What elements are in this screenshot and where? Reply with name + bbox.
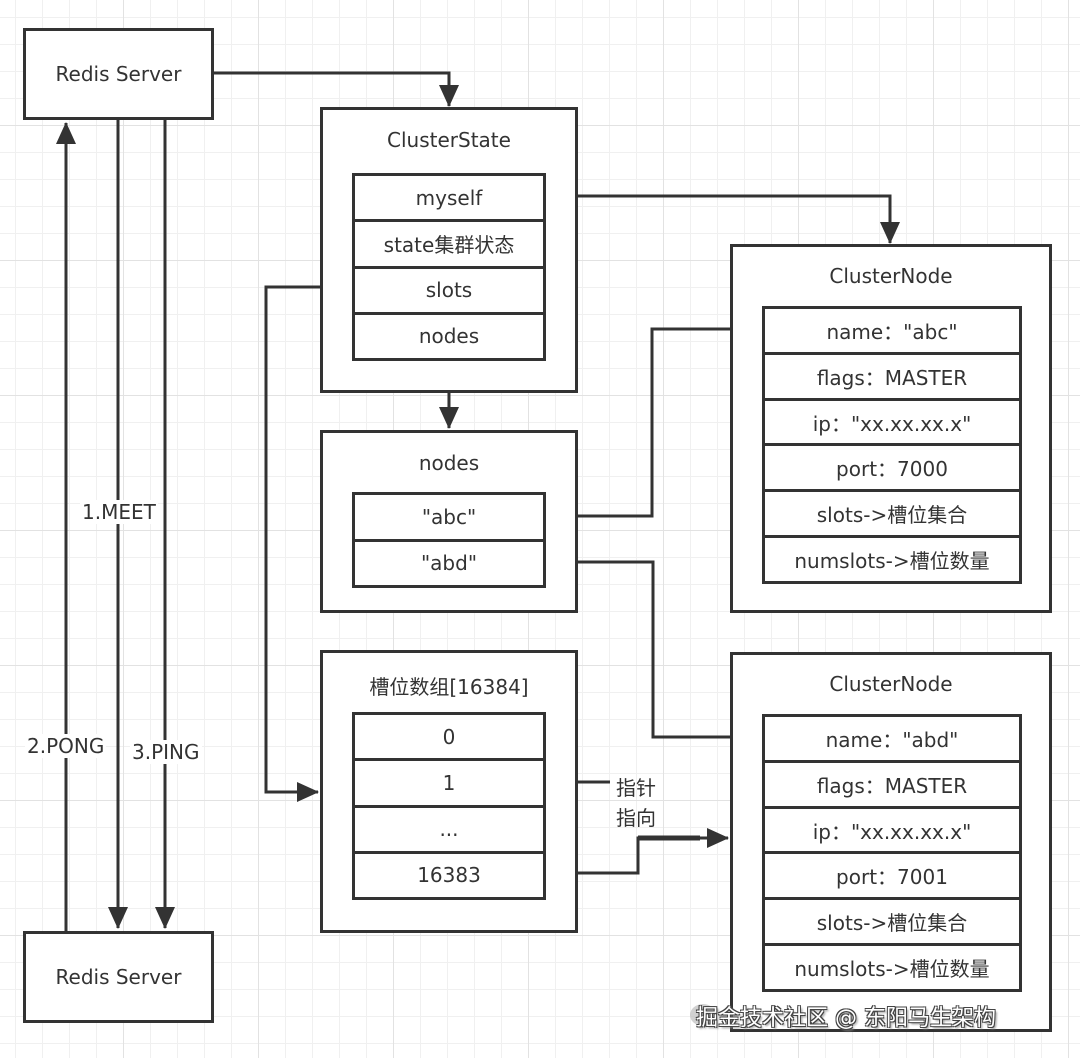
slots-array-box[interactable]: 槽位数组[16384] 0 1 ... 16383	[320, 650, 578, 933]
wechat-icon	[690, 1004, 716, 1026]
pointer-label-line2: 指向	[616, 806, 656, 830]
cluster-node-abc-box[interactable]: ClusterNode name："abc" flags：MASTER ip："…	[730, 244, 1052, 613]
redis-server-bottom[interactable]: Redis Server	[23, 931, 214, 1023]
pong-label: 2.PONG	[25, 734, 107, 758]
cluster-node-abc-fields: name："abc" flags：MASTER ip："xx.xx.xx.x" …	[762, 306, 1022, 584]
redis-server-bottom-label: Redis Server	[55, 965, 182, 989]
slot-entry-ellipsis: ...	[355, 804, 543, 851]
node-abc-port[interactable]: port：7000	[765, 443, 1019, 489]
cluster-state-fields: myself state集群状态 slots nodes	[352, 173, 546, 361]
node-abd-ip[interactable]: ip："xx.xx.xx.x"	[765, 805, 1019, 852]
cluster-node-abd-box[interactable]: ClusterNode name："abd" flags：MASTER ip："…	[730, 652, 1052, 1032]
slots-array-title: 槽位数组[16384]	[369, 675, 529, 699]
field-nodes[interactable]: nodes	[355, 311, 543, 358]
field-state[interactable]: state集群状态	[355, 219, 543, 265]
slot-entry-0[interactable]: 0	[442, 724, 456, 749]
node-abc-slots[interactable]: slots->槽位集合	[765, 489, 1019, 535]
node-abd-name[interactable]: name："abd"	[825, 727, 959, 752]
watermark: 掘金技术社区 @ 东阳马生架构	[696, 1006, 996, 1031]
server-to-clusterstate-arrow	[213, 71, 459, 107]
nodes-dict-box[interactable]: nodes "abc" "abd"	[320, 430, 578, 613]
redis-server-top-label: Redis Server	[55, 62, 182, 86]
node-abc-flags[interactable]: flags：MASTER	[765, 351, 1019, 398]
redis-server-top[interactable]: Redis Server	[23, 28, 214, 120]
nodes-dict-title: nodes	[418, 451, 480, 475]
slot-entry-16383[interactable]: 16383	[355, 850, 543, 897]
node-abd-flags[interactable]: flags：MASTER	[765, 759, 1019, 806]
meet-label: 1.MEET	[80, 500, 158, 524]
node-abd-numslots[interactable]: numslots->槽位数量	[765, 943, 1019, 989]
node-abd-port[interactable]: port：7001	[765, 851, 1019, 897]
field-myself[interactable]: myself	[415, 185, 483, 210]
ping-label: 3.PING	[130, 740, 202, 764]
node-abc-name[interactable]: name："abc"	[826, 319, 958, 344]
pointer-label-line1: 指针	[616, 776, 656, 800]
nodes-dict-entries: "abc" "abd"	[352, 492, 546, 588]
nodes-entry-abc[interactable]: "abc"	[421, 504, 477, 529]
node-abc-numslots[interactable]: numslots->槽位数量	[765, 535, 1019, 581]
cluster-state-title: ClusterState	[387, 128, 511, 152]
slot-entry-1[interactable]: 1	[355, 758, 543, 804]
node-abd-slots[interactable]: slots->槽位集合	[765, 897, 1019, 943]
cluster-node-abd-fields: name："abd" flags：MASTER ip："xx.xx.xx.x" …	[762, 714, 1022, 992]
node-abc-ip[interactable]: ip："xx.xx.xx.x"	[765, 397, 1019, 444]
myself-to-clusternode-arrow	[545, 194, 900, 244]
cluster-state-box[interactable]: ClusterState myself state集群状态 slots node…	[320, 107, 578, 393]
cluster-node-abc-title: ClusterNode	[829, 264, 953, 288]
cluster-node-abd-title: ClusterNode	[829, 672, 953, 696]
slots-array-entries: 0 1 ... 16383	[352, 712, 546, 900]
field-slots[interactable]: slots	[355, 265, 543, 312]
nodes-entry-abd[interactable]: "abd"	[355, 538, 543, 586]
